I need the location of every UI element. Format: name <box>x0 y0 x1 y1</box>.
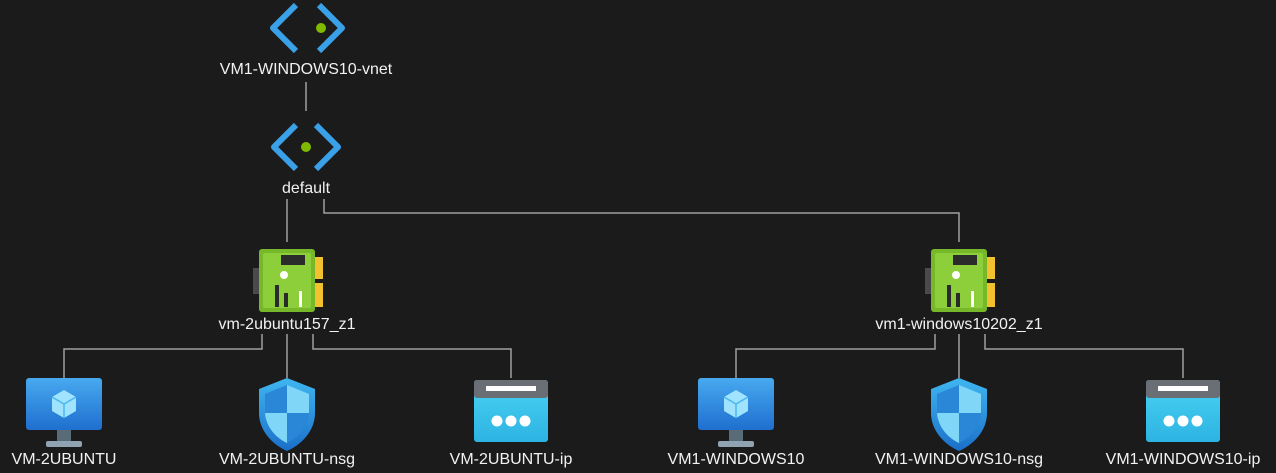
nic-label[interactable]: vm-2ubuntu157_z1 <box>218 316 356 333</box>
network-interface-icon[interactable] <box>925 249 995 312</box>
public-ip-icon[interactable] <box>1146 380 1220 442</box>
nsg-label[interactable]: VM1-WINDOWS10-nsg <box>874 451 1044 468</box>
virtual-machine-icon[interactable] <box>698 378 774 447</box>
connector-nic-2-ip <box>984 334 1184 378</box>
network-security-group-icon[interactable] <box>259 378 315 451</box>
connector-lines <box>63 82 1184 378</box>
subnet-icon[interactable] <box>271 122 341 172</box>
vm-label[interactable]: VM-2UBUNTU <box>11 451 117 468</box>
subnet-label[interactable]: default <box>281 180 331 197</box>
nsg-label[interactable]: VM-2UBUNTU-nsg <box>218 451 356 468</box>
public-ip-icon[interactable] <box>474 380 548 442</box>
connector-nic-1-ip <box>312 334 512 378</box>
connector-nic-1-vm <box>63 334 263 378</box>
nic-label[interactable]: vm1-windows10202_z1 <box>875 316 1043 333</box>
public-ip-label[interactable]: VM1-WINDOWS10-ip <box>1105 451 1261 468</box>
public-ip-label[interactable]: VM-2UBUNTU-ip <box>449 451 573 468</box>
connector-nic-2-vm <box>735 334 936 378</box>
vnet-label[interactable]: VM1-WINDOWS10-vnet <box>219 61 393 78</box>
vm-label[interactable]: VM1-WINDOWS10 <box>667 451 805 468</box>
network-security-group-icon[interactable] <box>931 378 987 451</box>
virtual-network-icon[interactable] <box>270 2 345 54</box>
network-interface-icon[interactable] <box>253 249 323 312</box>
connector-subnet-nic-2 <box>323 199 960 242</box>
virtual-machine-icon[interactable] <box>26 378 102 447</box>
